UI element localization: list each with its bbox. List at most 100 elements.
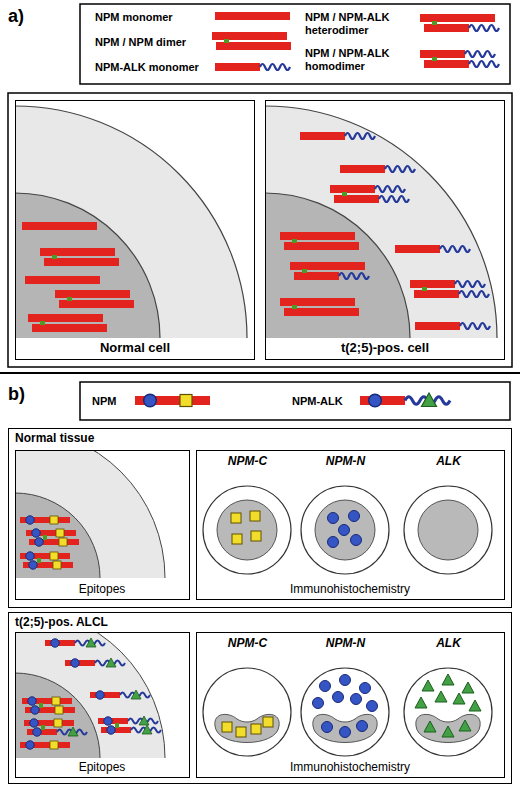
normal-ihc-cells-part bbox=[328, 537, 339, 548]
normal-epitopes-illustration-part bbox=[20, 552, 73, 569]
alcl-ihc-cells-part bbox=[416, 714, 480, 742]
normal-ihc-cells-part bbox=[339, 525, 350, 536]
translocation-cell-illustration-part bbox=[290, 262, 369, 280]
alcl-ihc-cells-part bbox=[360, 683, 371, 694]
stain-heading: NPM-C bbox=[228, 636, 267, 650]
alcl-epitopes-illustration-part bbox=[24, 719, 87, 736]
translocation-cell-illustration-part bbox=[395, 245, 470, 253]
alcl-ihc-cells-part bbox=[236, 727, 246, 737]
normal-ihc-cells-part bbox=[203, 486, 291, 574]
legend-text: NPM / NPM-ALK homodimer bbox=[305, 47, 410, 73]
normal-cell-illustration-part bbox=[55, 290, 134, 308]
panel-caption: Epitopes bbox=[16, 582, 189, 596]
normal-cell-illustration-part bbox=[15, 106, 247, 338]
alcl-ihc-cells-part bbox=[313, 698, 324, 709]
legend-a-samples-part bbox=[215, 12, 290, 20]
normal-cell-illustration-part bbox=[28, 314, 107, 332]
alcl-epitopes-illustration-part bbox=[65, 658, 125, 667]
translocation-cell-illustration bbox=[265, 106, 497, 338]
alcl-epitopes-illustration-part bbox=[15, 673, 100, 758]
legend-a-samples-part bbox=[215, 63, 290, 71]
normal-ihc-cells-part bbox=[301, 486, 389, 574]
legend-b-frame-part-part bbox=[360, 393, 450, 407]
alcl-ihc-cells-part bbox=[340, 727, 351, 738]
legend-text: NPM / NPM-ALK heterodimer bbox=[305, 11, 410, 37]
alcl-ihc-cells-part bbox=[340, 675, 351, 686]
alcl-ihc-cells-part bbox=[404, 668, 492, 756]
normal-cell-illustration-part bbox=[22, 222, 97, 230]
panel-a-frames-part bbox=[80, 4, 510, 84]
panel-caption: Immunohistochemistry bbox=[197, 760, 504, 774]
alcl-ihc-cells-part bbox=[222, 722, 232, 732]
normal-cell-illustration bbox=[15, 106, 247, 338]
normal-ihc-cells-part bbox=[351, 535, 362, 546]
alcl-epitopes-illustration-part bbox=[22, 697, 75, 714]
stain-heading: ALK bbox=[436, 454, 461, 468]
legend-b-frame-part bbox=[80, 382, 510, 420]
panel-label: Normal cell bbox=[16, 340, 254, 355]
translocation-cell-illustration-part bbox=[340, 165, 415, 173]
alcl-ihc-cells-part bbox=[322, 722, 333, 733]
alcl-ihc-cells-part bbox=[203, 668, 291, 756]
alcl-ihc-cells-part bbox=[415, 697, 427, 708]
alcl-ihc-cells-part bbox=[215, 714, 279, 742]
alcl-ihc-cells-part bbox=[442, 674, 454, 685]
alcl-ihc-cells-part bbox=[442, 726, 454, 737]
cell-panel: Normal cell bbox=[15, 100, 255, 360]
normal-cell-illustration-part bbox=[15, 193, 160, 338]
alcl-ihc-cells-part bbox=[462, 682, 474, 693]
normal-ihc-cells-part bbox=[418, 500, 478, 560]
alcl-epitopes-illustration-part bbox=[98, 716, 161, 734]
legend-text: NPM / NPM dimer bbox=[95, 36, 186, 49]
legend-text: NPM-ALK bbox=[292, 395, 343, 408]
normal-ihc-cells-part bbox=[232, 534, 242, 544]
alcl-ihc-cells-part bbox=[453, 693, 465, 704]
panel-letter: a) bbox=[8, 6, 24, 27]
panel-divider bbox=[0, 372, 520, 374]
alcl-ihc-cells-part bbox=[320, 681, 331, 692]
normal-epitopes-illustration-part bbox=[26, 529, 79, 546]
translocation-cell-illustration-part bbox=[265, 193, 410, 338]
alcl-ihc-cells-part bbox=[367, 701, 378, 712]
panel-label: t(2;5)-pos. cell bbox=[266, 340, 504, 355]
translocation-cell-illustration-part bbox=[300, 132, 375, 140]
alcl-epitopes-illustration-part bbox=[45, 638, 105, 647]
alcl-epitopes-illustration bbox=[15, 632, 165, 758]
legend-a-samples-part bbox=[212, 32, 291, 50]
panel-caption: Immunohistochemistry bbox=[197, 582, 504, 596]
legend-b-frame-part-part bbox=[135, 394, 210, 407]
normal-epitopes-illustration-part bbox=[15, 450, 165, 578]
epitopes-panel: Epitopes bbox=[15, 632, 190, 778]
tissue-box: Normal tissueEpitopes NPM-C NPM-N ALK Immuno… bbox=[8, 428, 512, 608]
alcl-ihc-cells-part bbox=[251, 724, 261, 734]
stain-heading: NPM-C bbox=[228, 454, 267, 468]
panel-letter: b) bbox=[8, 384, 25, 405]
translocation-cell-illustration-part bbox=[265, 106, 497, 338]
normal-ihc-cells-part bbox=[250, 511, 260, 521]
legend-b-frame-part bbox=[360, 393, 450, 407]
normal-ihc-cells bbox=[203, 486, 492, 574]
normal-ihc-cells-part bbox=[349, 511, 360, 522]
alcl-ihc-cells-part bbox=[435, 691, 447, 702]
ihc-panel: NPM-CNPM-NALKImmunohistochemistry bbox=[196, 632, 505, 778]
normal-ihc-cells-part bbox=[217, 500, 277, 560]
alcl-ihc-cells-part bbox=[333, 692, 344, 703]
translocation-cell-illustration-part bbox=[410, 280, 489, 298]
alcl-ihc-cells bbox=[203, 668, 492, 756]
normal-cell-illustration-part bbox=[40, 248, 119, 266]
legend-b-frame-part bbox=[135, 394, 210, 407]
alcl-ihc-cells-part bbox=[422, 680, 434, 691]
legend-text: NPM bbox=[92, 395, 116, 408]
epitopes-panel: Epitopes bbox=[15, 450, 190, 600]
translocation-cell-illustration-part bbox=[280, 298, 359, 316]
alcl-ihc-cells-part bbox=[459, 720, 471, 731]
normal-ihc-cells-part bbox=[315, 500, 375, 560]
alcl-ihc-cells-part bbox=[351, 694, 362, 705]
alcl-epitopes-illustration-part bbox=[20, 741, 70, 749]
legend-b-frame bbox=[80, 382, 510, 420]
box-heading: Normal tissue bbox=[15, 431, 94, 445]
translocation-cell-illustration-part bbox=[415, 322, 490, 330]
stain-heading: NPM-N bbox=[326, 454, 365, 468]
cell-panel: t(2;5)-pos. cell bbox=[265, 100, 505, 360]
